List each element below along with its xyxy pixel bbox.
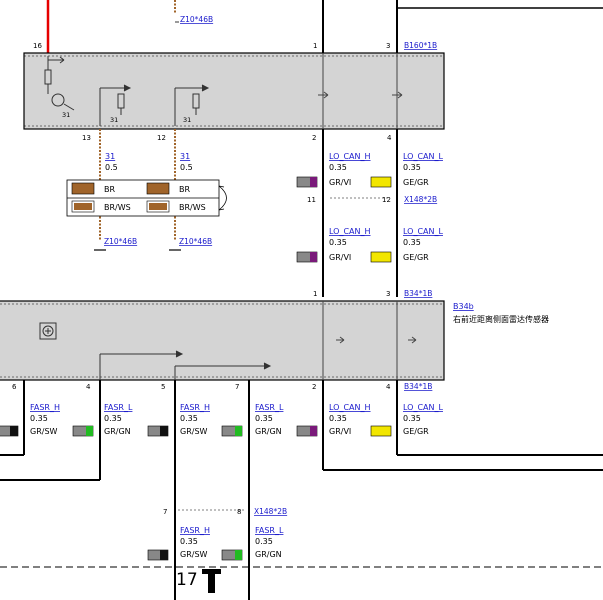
can-l-label-2[interactable]: LO_CAN_L xyxy=(403,227,444,236)
top-conn-ref[interactable]: Z10*46B xyxy=(180,15,213,24)
can-h-color-1: GR/VI xyxy=(329,178,351,187)
pin-2-mid: 2 xyxy=(312,134,316,142)
lower-label-6[interactable]: LO_CAN_L xyxy=(403,403,444,412)
can-l-color-1: GE/GR xyxy=(403,178,429,187)
lower-size-5: 0.35 xyxy=(329,414,347,423)
can-h-size-2: 0.35 xyxy=(329,238,347,247)
lower-color-5: GR/VI xyxy=(329,427,351,436)
bottom-size-2: 0.35 xyxy=(255,537,273,546)
ground-circuit-icon xyxy=(44,56,210,126)
pin-6-sensor: 6 xyxy=(12,383,17,391)
pin-7-sensor: 7 xyxy=(235,383,239,391)
wire-label-31-a[interactable]: 31 xyxy=(105,152,115,161)
can-l-color-2: GE/GR xyxy=(403,253,429,262)
ground-label-2: 31 xyxy=(110,116,118,124)
lower-color-4: GR/GN xyxy=(255,427,282,436)
lower-label-2[interactable]: FASR_L xyxy=(104,403,133,412)
sensor-name[interactable]: B34b xyxy=(453,302,474,311)
lower-color-3: GR/SW xyxy=(180,427,208,436)
lower-size-4: 0.35 xyxy=(255,414,273,423)
bottom-size-1: 0.35 xyxy=(180,537,198,546)
pin-3-top: 3 xyxy=(386,42,390,50)
lower-color-6: GE/GR xyxy=(403,427,429,436)
ground-label-1: 31 xyxy=(62,111,70,119)
can-l-size-2: 0.35 xyxy=(403,238,421,247)
pin-1-top: 1 xyxy=(313,42,317,50)
connector-table xyxy=(66,179,227,217)
lower-color-1: GR/SW xyxy=(30,427,58,436)
bottom-color-2: GR/GN xyxy=(255,550,282,559)
ref-x148-bottom[interactable]: X148*2B xyxy=(254,507,287,516)
can-h-label-2[interactable]: LO_CAN_H xyxy=(329,227,371,236)
pin-13: 13 xyxy=(82,134,91,142)
ref-b34-top[interactable]: B34*1B xyxy=(404,289,432,298)
conn-row-1-b: BR xyxy=(179,185,190,194)
sensor-description: 右前近距离侧面雷达传感器 xyxy=(453,314,549,324)
can-h-color-2: GR/VI xyxy=(329,253,351,262)
can-l-label-1[interactable]: LO_CAN_L xyxy=(403,152,444,161)
sensor-box xyxy=(0,300,445,381)
lower-color-2: GR/GN xyxy=(104,427,131,436)
pin-16: 16 xyxy=(33,42,42,50)
wire-label-31-b[interactable]: 31 xyxy=(180,152,190,161)
pin-4b-sensor: 4 xyxy=(386,383,391,391)
bottom-label-2[interactable]: FASR_L xyxy=(255,526,284,535)
twisted-pair-splice-icon xyxy=(202,569,221,593)
wire-size-a: 0.5 xyxy=(105,163,118,172)
pin-11: 11 xyxy=(307,196,316,204)
pin-7-bottom: 7 xyxy=(163,508,167,516)
ref-x148-mid[interactable]: X148*2B xyxy=(404,195,437,204)
pin-5-sensor: 5 xyxy=(161,383,165,391)
pin-4-mid: 4 xyxy=(387,134,392,142)
can-h-label-1[interactable]: LO_CAN_H xyxy=(329,152,371,161)
ref-z10-left[interactable]: Z10*46B xyxy=(104,237,137,246)
lower-label-1[interactable]: FASR_H xyxy=(30,403,60,412)
ref-z10-right[interactable]: Z10*46B xyxy=(179,237,212,246)
conn-row-1-a: BR xyxy=(104,185,115,194)
pin-4-sensor: 4 xyxy=(86,383,91,391)
pin-3-sensor: 3 xyxy=(386,290,390,298)
pin-1-sensor: 1 xyxy=(313,290,317,298)
pin-12: 12 xyxy=(157,134,166,142)
ground-label-3: 31 xyxy=(183,116,191,124)
can-l-size-1: 0.35 xyxy=(403,163,421,172)
module-box-1 xyxy=(23,52,445,130)
lower-label-4[interactable]: FASR_L xyxy=(255,403,284,412)
conn-row-2-a: BR/WS xyxy=(104,203,131,212)
pin-8-bottom: 8 xyxy=(237,508,241,516)
can-h-size-1: 0.35 xyxy=(329,163,347,172)
pin-12-x: 12 xyxy=(382,196,391,204)
lower-label-3[interactable]: FASR_H xyxy=(180,403,210,412)
radar-sensor-icon xyxy=(39,322,57,340)
sensor-internal-lines xyxy=(99,350,272,380)
splice-number: 17 xyxy=(176,570,198,590)
pin-2-sensor: 2 xyxy=(312,383,316,391)
wire-size-b: 0.5 xyxy=(180,163,193,172)
lower-size-3: 0.35 xyxy=(180,414,198,423)
bottom-label-1[interactable]: FASR_H xyxy=(180,526,210,535)
lower-size-6: 0.35 xyxy=(403,414,421,423)
ref-b34-bottom[interactable]: B34*1B xyxy=(404,382,432,391)
lower-size-2: 0.35 xyxy=(104,414,122,423)
ref-b160[interactable]: B160*1B xyxy=(404,41,437,50)
bottom-color-1: GR/SW xyxy=(180,550,208,559)
lower-label-5[interactable]: LO_CAN_H xyxy=(329,403,371,412)
lower-size-1: 0.35 xyxy=(30,414,48,423)
conn-row-2-b: BR/WS xyxy=(179,203,206,212)
